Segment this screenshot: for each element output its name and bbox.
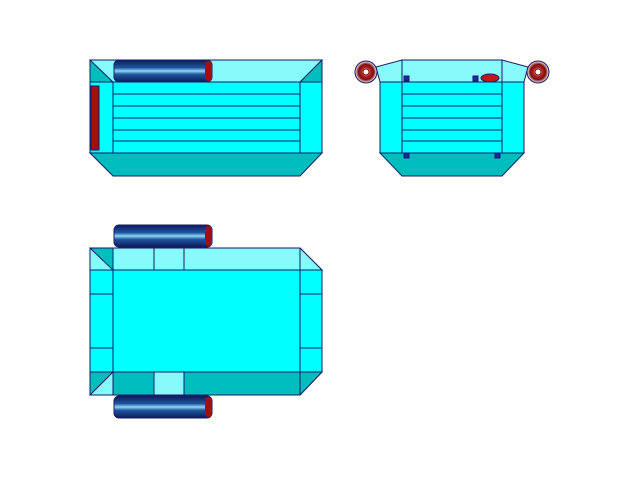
left-mirror-arm (375, 59, 403, 83)
front-view (354, 59, 550, 177)
side-bottom-band (88, 152, 324, 177)
side-wheel (113, 59, 213, 83)
side-view (88, 58, 324, 177)
front-bottom-band (378, 152, 526, 177)
top-tab-lower (153, 371, 185, 396)
top-view (88, 224, 324, 419)
tail-light (90, 85, 100, 151)
top-lower-band (89, 371, 324, 396)
front-marker (403, 75, 410, 82)
top-wheel-upper (113, 224, 213, 248)
front-grille-lines (402, 93, 502, 142)
right-mirror-arm (501, 59, 529, 83)
top-upper-band (89, 247, 324, 271)
front-marker (472, 75, 479, 82)
front-marker (494, 152, 501, 159)
side-grille-lines (113, 93, 300, 142)
top-tab-upper (153, 247, 185, 271)
top-wheel-lower (113, 395, 213, 419)
front-marker (403, 152, 410, 159)
front-red-lamp (480, 73, 500, 83)
